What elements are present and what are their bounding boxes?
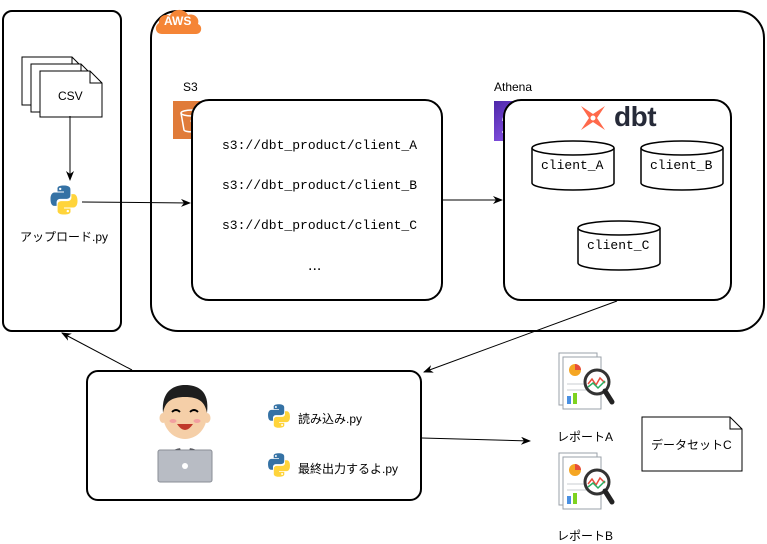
db-label-client-c: client_C (587, 238, 650, 253)
db-label-client-b: client_B (650, 158, 713, 173)
db-cylinder-client-b (640, 140, 724, 192)
arrow-local-to-uploader (61, 332, 133, 371)
s3-more-ellipsis: ... (308, 257, 322, 274)
db-cylinder-client-c (577, 220, 661, 272)
csv-label: CSV (58, 89, 83, 103)
output-script-label: 最終出力するよ.py (298, 462, 399, 476)
report-a-label: レポートA (557, 430, 614, 444)
report-b-label: レポートB (557, 529, 614, 543)
report-b-icon (555, 450, 617, 522)
read-script-label: 読み込み.py (298, 412, 363, 426)
upload-script-label: アップロード.py (20, 230, 109, 244)
dataset-c-label: データセットC (651, 438, 732, 452)
local-analysis-container (86, 370, 422, 501)
s3-path-b: s3://dbt_product/client_B (222, 178, 418, 193)
arrow-upload-to-s3 (81, 198, 191, 207)
arrow-local-to-reports (421, 436, 531, 445)
s3-path-c: s3://dbt_product/client_C (222, 218, 418, 233)
aws-badge-label: AWS (164, 14, 192, 28)
athena-label: Athena (494, 80, 533, 94)
dbt-logo-text: dbt (614, 101, 657, 132)
aws-badge-icon (152, 4, 204, 38)
python-icon (48, 184, 80, 216)
python-icon-read (266, 403, 292, 429)
s3-bucket-box (191, 99, 443, 301)
person-laptop-icon (155, 380, 215, 485)
db-cylinder-client-a (531, 140, 615, 192)
s3-path-a: s3://dbt_product/client_A (222, 138, 418, 153)
s3-label: S3 (183, 80, 198, 94)
csv-file-stack (20, 55, 110, 120)
dbt-logo-icon (577, 102, 609, 134)
report-a-icon (555, 350, 617, 422)
python-icon-output (266, 452, 292, 478)
arrow-athena-to-local (423, 300, 618, 373)
db-label-client-a: client_A (541, 158, 604, 173)
dataset-c-note (641, 416, 743, 472)
